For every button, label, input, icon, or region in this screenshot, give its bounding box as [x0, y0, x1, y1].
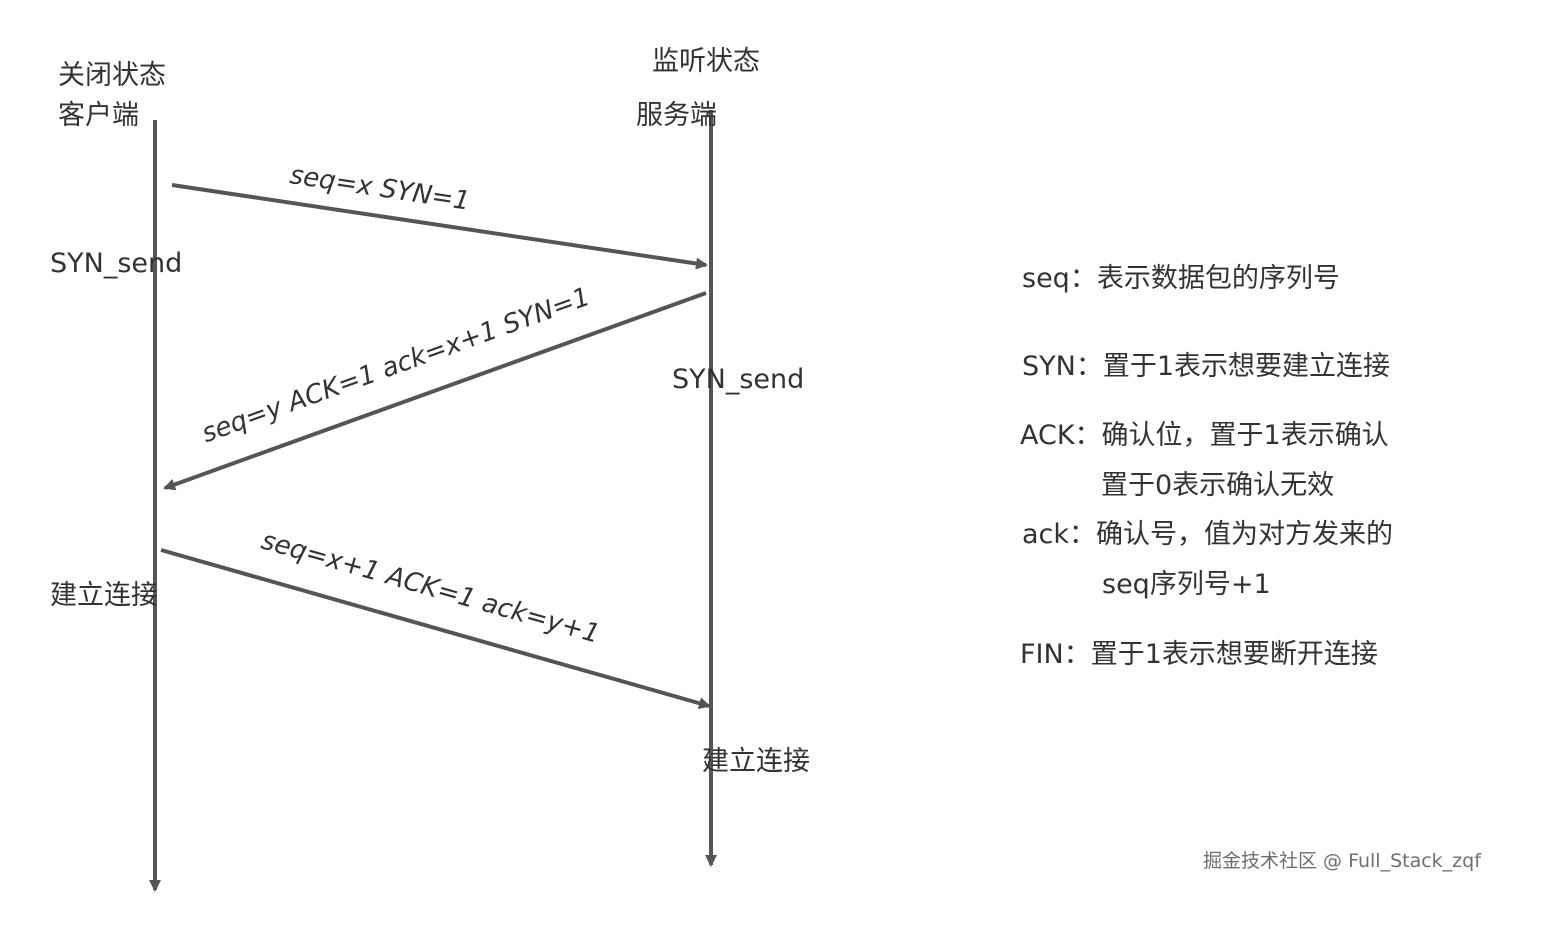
client-syn-send-label: SYN_send	[50, 248, 183, 279]
syn-arrow	[171, 183, 708, 270]
client-name-label: 客户端	[58, 100, 139, 131]
client-established-label: 建立连接	[50, 580, 158, 611]
ack-arrow	[160, 548, 711, 710]
client-state-label: 关闭状态	[58, 60, 166, 91]
server-name-label: 服务端	[636, 100, 717, 131]
legend-seq: seq：表示数据包的序列号	[1022, 263, 1340, 294]
server-established-label: 建立连接	[702, 746, 810, 777]
syn-ack-arrow	[163, 291, 707, 491]
legend-ack-flag: ACK：确认位，置于1表示确认	[1020, 420, 1389, 451]
server-syn-send-label: SYN_send	[672, 364, 805, 395]
legend-syn: SYN：置于1表示想要建立连接	[1022, 351, 1391, 382]
legend-ack-number: ack：确认号，值为对方发来的	[1022, 519, 1394, 550]
watermark: 掘金技术社区 @ Full_Stack_zqf	[1203, 850, 1481, 872]
server-state-label: 监听状态	[652, 46, 760, 77]
legend-fin: FIN：置于1表示想要断开连接	[1020, 639, 1378, 670]
legend-ack-flag-cont: 置于0表示确认无效	[1101, 470, 1335, 501]
legend-ack-number-cont: seq序列号+1	[1102, 569, 1271, 600]
